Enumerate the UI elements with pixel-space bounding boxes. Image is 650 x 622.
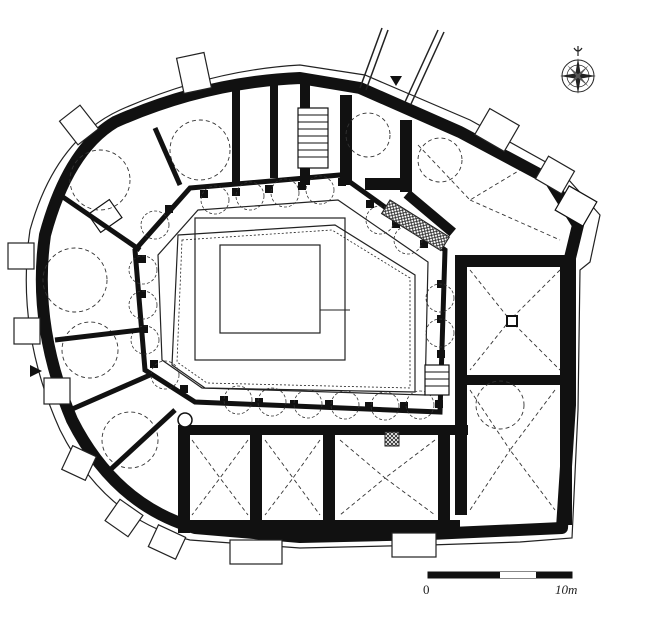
scale-end-label: 10m [555,582,578,597]
well [177,412,193,428]
courtyard-gallery-inner [157,199,429,396]
scale-bar [427,571,573,579]
radial-walls [54,126,183,472]
outer-wall [35,72,584,543]
buttresses [7,51,576,565]
interior-walls [178,75,575,535]
entrance-arrow-top [390,76,402,86]
outer-enclosure-line [25,64,601,549]
entrance-passage [359,27,445,105]
entrance-arrow-left [30,365,42,377]
compass-rose-icon [560,46,596,94]
courtyard-gallery-outer [132,172,448,415]
hatched-blocks [380,199,451,447]
scale-start-label: 0 [423,582,430,597]
courtyard [171,217,416,393]
gallery-vault-ribs [128,175,455,421]
staircases [87,107,598,396]
room-pillar [506,315,518,327]
